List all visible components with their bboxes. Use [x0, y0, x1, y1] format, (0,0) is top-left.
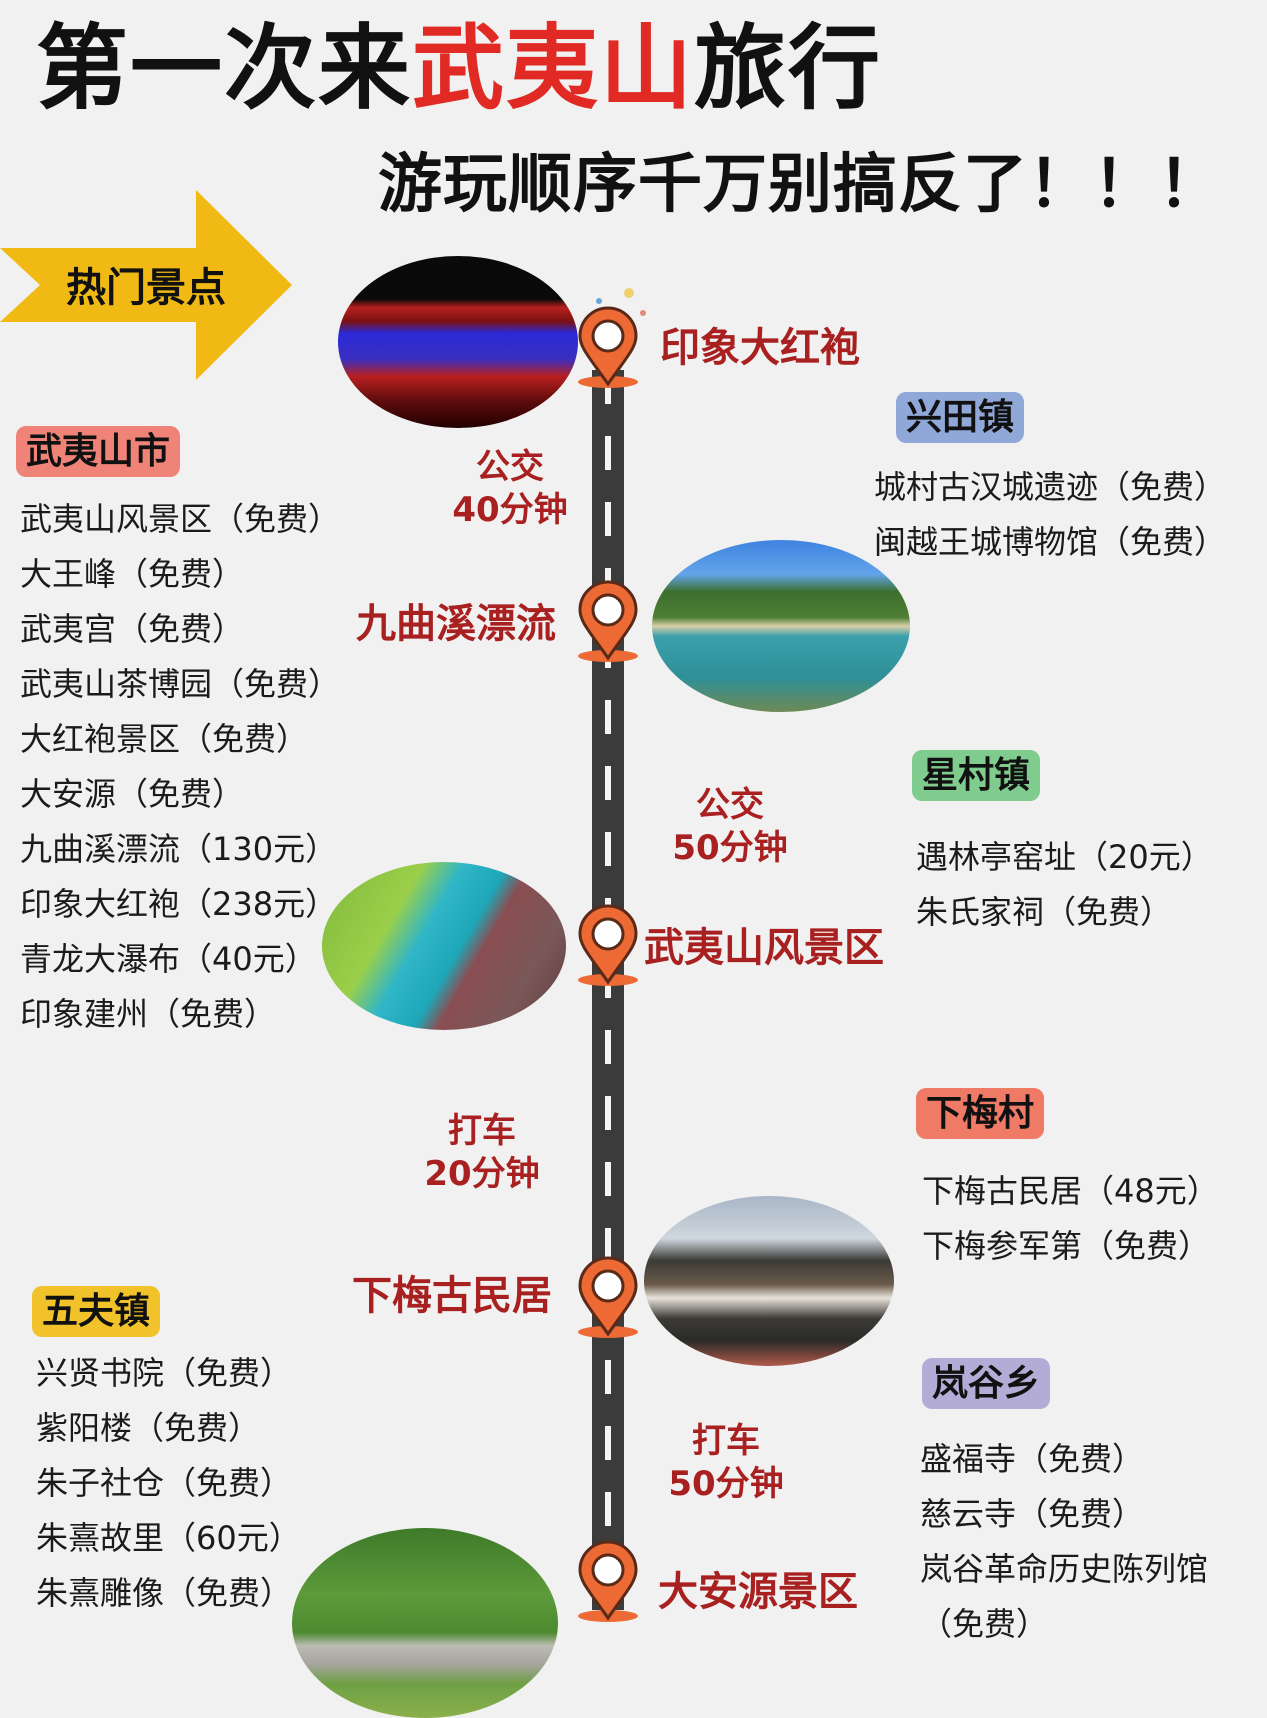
spot-item: 大红袍景区（免费）: [20, 720, 309, 758]
spot-item: 朱熹故里（60元）: [36, 1519, 301, 1557]
transfer-label: 打车 20分钟: [420, 1110, 544, 1195]
transfer-mode: 打车: [448, 1111, 516, 1151]
location-pin-icon: [578, 1540, 638, 1622]
region-tag-wuyishan-city: 武夷山市: [16, 426, 181, 478]
transfer-label: 打车 50分钟: [664, 1420, 788, 1505]
spot-item: 九曲溪漂流（130元）: [20, 830, 338, 868]
transfer-mode: 打车: [692, 1421, 760, 1461]
transfer-mode: 公交: [476, 447, 544, 487]
spot-item: 朱氏家祠（免费）: [916, 893, 1173, 931]
stop-label: 印象大红袍: [660, 325, 860, 371]
spot-item: 朱子社仓（免费）: [36, 1464, 293, 1502]
page-title: 第一次来武夷山旅行: [36, 18, 882, 119]
transfer-label: 公交 50分钟: [668, 784, 792, 869]
spot-item: 大王峰（免费）: [20, 555, 245, 593]
river-valley-photo: [322, 862, 566, 1030]
bamboo-rafting-photo: [652, 540, 910, 712]
spot-item: 闽越王城博物馆（免费）: [874, 523, 1227, 561]
spot-item: 印象建州（免费）: [20, 995, 277, 1033]
spot-list-xingcun: 遇林亭窑址（20元） 朱氏家祠（免费）: [916, 830, 1213, 940]
region-tag-xingtian: 兴田镇: [896, 392, 1025, 444]
hot-spots-badge-label: 热门景点: [66, 265, 226, 311]
sparkle-icon: [624, 288, 634, 298]
spot-item: 慈云寺（免费）: [920, 1495, 1145, 1533]
route-road: [592, 370, 624, 1610]
spot-list-xiamei: 下梅古民居（48元） 下梅参军第（免费）: [922, 1164, 1219, 1274]
sparkle-icon: [596, 298, 602, 304]
spot-item: 武夷山风景区（免费）: [20, 500, 341, 538]
location-pin-icon: [578, 580, 638, 662]
transfer-label: 公交 40分钟: [448, 446, 572, 531]
spot-list-xingtian: 城村古汉城遗迹（免费） 闽越王城博物馆（免费）: [874, 460, 1226, 570]
location-pin-icon: [578, 904, 638, 986]
spot-list-langu: 盛福寺（免费） 慈云寺（免费） 岚谷革命历史陈列馆 （免费）: [920, 1432, 1208, 1652]
transfer-duration: 50分钟: [672, 827, 788, 868]
night-theater-photo: [338, 256, 578, 428]
stop-label: 九曲溪漂流: [356, 601, 556, 647]
transfer-duration: 40分钟: [452, 489, 568, 530]
title-suffix: 旅行: [694, 15, 883, 122]
spot-item: （免费）: [920, 1605, 1049, 1643]
spot-item: 朱熹雕像（免费）: [36, 1574, 293, 1612]
spot-list-wuyishan-city: 武夷山风景区（免费） 大王峰（免费） 武夷宫（免费） 武夷山茶博园（免费） 大红…: [20, 492, 340, 1042]
transfer-duration: 20分钟: [424, 1153, 540, 1194]
spot-item: 紫阳楼（免费）: [36, 1409, 261, 1447]
spot-item: 遇林亭窑址（20元）: [916, 838, 1213, 876]
spot-item: 武夷山茶博园（免费）: [20, 665, 341, 703]
location-pin-icon: [578, 1256, 638, 1338]
region-tag-xingcun: 星村镇: [912, 750, 1041, 802]
region-tag-wufu: 五夫镇: [32, 1286, 161, 1338]
page-subtitle: 游玩顺序千万别搞反了！！！: [378, 148, 1223, 222]
spot-item: 印象大红袍（238元）: [20, 885, 338, 923]
road-center-line: [605, 370, 611, 1610]
spot-item: 武夷宫（免费）: [20, 610, 245, 648]
spot-item: 兴贤书院（免费）: [36, 1354, 293, 1392]
stop-label: 武夷山风景区: [644, 925, 884, 971]
stop-label: 大安源景区: [658, 1569, 858, 1615]
old-village-photo: [644, 1196, 894, 1366]
transfer-duration: 50分钟: [668, 1463, 784, 1504]
spot-item: 下梅古民居（48元）: [922, 1172, 1219, 1210]
title-prefix: 第一次来: [36, 15, 413, 122]
title-accent: 武夷山: [412, 15, 695, 122]
arrow-right-icon: [0, 190, 292, 380]
spot-item: 盛福寺（免费）: [920, 1440, 1145, 1478]
spot-item: 大安源（免费）: [20, 775, 245, 813]
spot-list-wufu: 兴贤书院（免费） 紫阳楼（免费） 朱子社仓（免费） 朱熹故里（60元） 朱熹雕像…: [36, 1346, 301, 1621]
stop-label: 下梅古民居: [352, 1273, 552, 1319]
location-pin-icon: [578, 306, 638, 388]
forest-stream-photo: [292, 1528, 558, 1718]
region-tag-langu: 岚谷乡: [922, 1358, 1051, 1410]
spot-item: 青龙大瀑布（40元）: [20, 940, 317, 978]
region-tag-xiamei: 下梅村: [916, 1088, 1045, 1140]
transfer-mode: 公交: [696, 785, 764, 825]
sparkle-icon: [640, 310, 646, 316]
spot-item: 下梅参军第（免费）: [922, 1227, 1211, 1265]
spot-item: 城村古汉城遗迹（免费）: [874, 468, 1227, 506]
spot-item: 岚谷革命历史陈列馆: [920, 1550, 1209, 1588]
